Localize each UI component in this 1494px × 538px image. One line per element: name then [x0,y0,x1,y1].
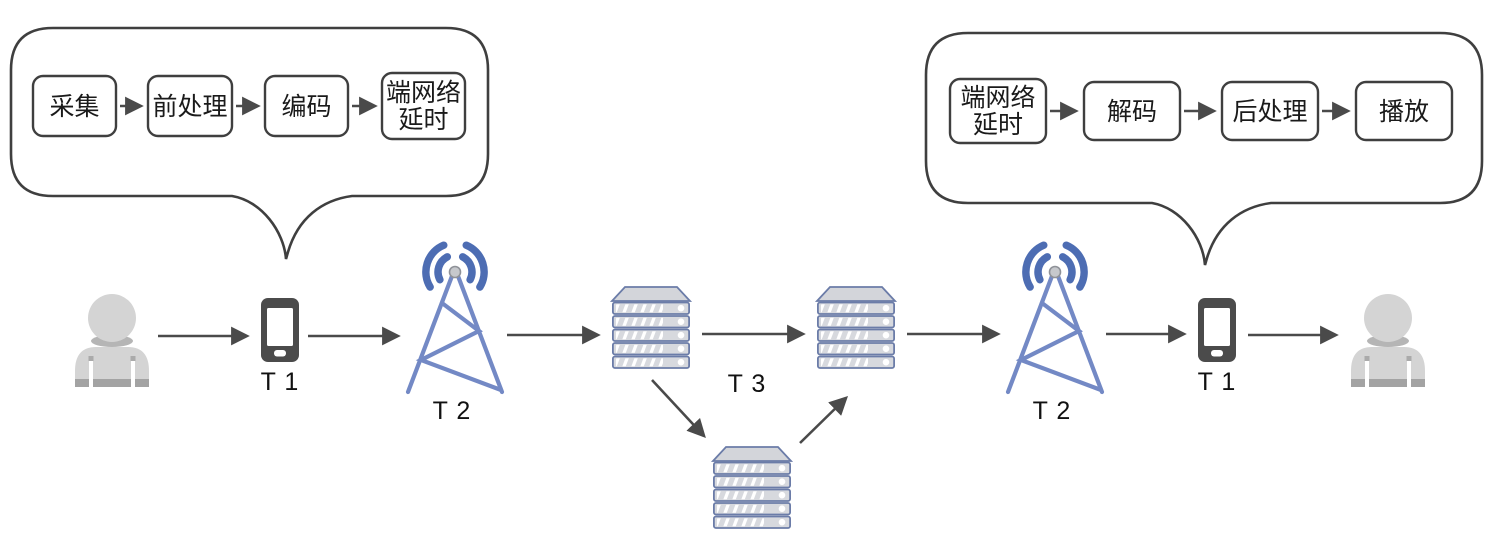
receiver-tower-label: T 2 [1033,397,1072,425]
step-preprocess-box [146,74,234,138]
step-uplink-delay-label-line1: 端网络 [386,78,461,107]
step-decode-label: 解码 [1107,97,1157,126]
edge-server-icon [817,287,895,368]
sender-callout-bubble [9,26,490,260]
step-playback-label: 播放 [1379,97,1429,126]
sender-pipeline: 采集 前处理 编码 端网络 延时 [31,71,467,141]
step-downlink-delay-label-line2: 延时 [973,110,1023,139]
step-downlink-delay-label-line1: 端网络 [960,83,1035,112]
sender-tower-icon [408,242,502,392]
receiver-phone-icon [1198,298,1236,362]
sender-phone-icon [261,298,299,362]
step-encode-label: 编码 [281,92,331,121]
step-preprocess-label: 前处理 [152,92,227,121]
step-decode-box [1082,80,1182,142]
relay-server-icon [713,447,791,528]
sender-tower-label: T 2 [433,397,472,425]
step-postprocess-box [1220,80,1320,142]
receiver-user-icon [1351,294,1425,387]
sender-user-icon [75,294,149,387]
step-capture-label: 采集 [49,92,99,121]
transmission-arrows [158,324,1339,444]
receiver-pipeline: 端网络 延时 解码 后处理 播放 [948,77,1454,145]
step-downlink-delay-box [948,77,1048,145]
step-playback-box [1354,80,1454,142]
sender-phone-label: T 1 [261,368,300,396]
receiver-phone-label: T 1 [1198,368,1237,396]
receiver-callout-bubble [924,31,1484,266]
flow-arrow-relay-to-edge [799,396,849,444]
origin-server-icon [612,287,690,368]
step-uplink-delay-box [380,71,467,141]
server-link-label: T 3 [728,370,767,398]
step-encode-box [263,74,350,138]
step-capture-box [31,74,118,138]
step-uplink-delay-label-line2: 延时 [398,105,448,134]
receiver-tower-icon [1008,242,1102,392]
step-postprocess-label: 后处理 [1232,97,1307,126]
flow-arrow-origin-to-relay [651,379,706,439]
